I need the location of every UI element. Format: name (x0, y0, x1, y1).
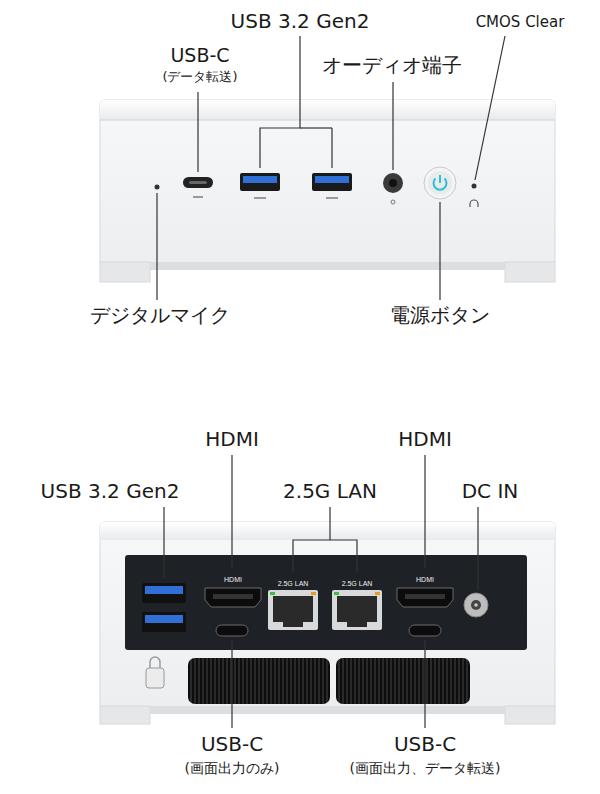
port-label: USB-C (201, 733, 263, 756)
rear-view (100, 522, 555, 724)
port-label: オーディオ端子 (322, 54, 462, 77)
port-label: デジタルマイク (90, 304, 230, 327)
leader-lines (157, 36, 505, 300)
panel-print: HDMI (416, 576, 434, 583)
port-label: DC IN (462, 480, 519, 503)
panel-print: 2.5G LAN (278, 580, 309, 587)
port-label: 2.5G LAN (283, 480, 377, 503)
port-note: (画面出力のみ) (185, 760, 280, 776)
port-note: (データ転送) (162, 70, 237, 85)
port-label: HDMI (205, 428, 259, 451)
port-label: 電源ボタン (390, 304, 490, 327)
port-label: HDMI (398, 428, 452, 451)
panel-print: 2.5G LAN (342, 580, 373, 587)
port-label: CMOS Clear (476, 14, 565, 31)
port-label: USB 3.2 Gen2 (41, 480, 180, 503)
port-label: USB-C (394, 733, 456, 756)
panel-print: HDMI (224, 576, 242, 583)
port-label: USB-C (170, 45, 229, 67)
port-label: USB 3.2 Gen2 (231, 10, 370, 33)
port-note: (画面出力、データ転送) (350, 760, 501, 776)
leader-lines (164, 455, 478, 728)
front-view (100, 100, 555, 282)
